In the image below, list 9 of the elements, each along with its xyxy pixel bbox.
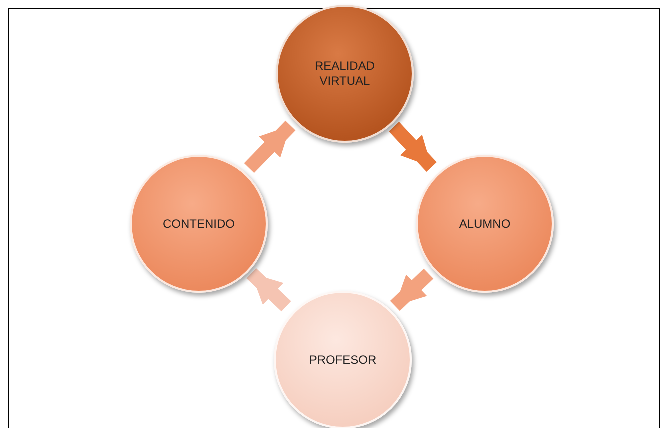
node-label: REALIDAD VIRTUAL (314, 59, 376, 89)
circle-node (276, 5, 414, 143)
node-label: CONTENIDO (163, 216, 235, 232)
arrow (246, 268, 292, 312)
arrow (389, 122, 437, 172)
arrow (244, 120, 296, 174)
arrow (390, 268, 434, 312)
node-label: PROFESOR (309, 352, 377, 368)
node-label: ALUMNO (459, 216, 511, 232)
